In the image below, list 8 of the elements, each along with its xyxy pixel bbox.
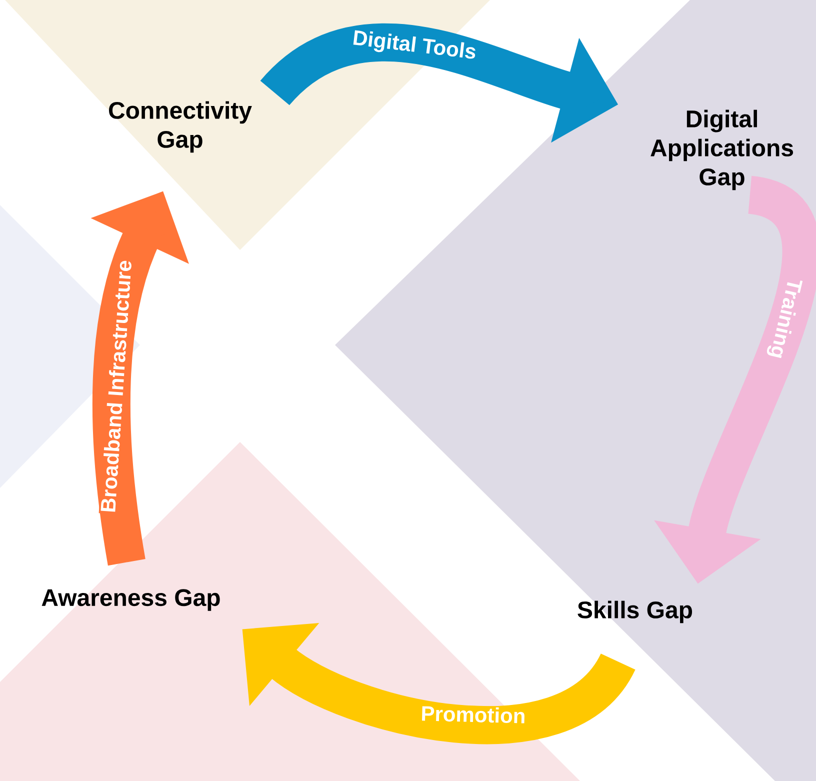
edge-label: Promotion	[420, 704, 527, 725]
gap-label: Skills Gap	[578, 600, 692, 624]
edge-label: Broadband Infrastructure	[98, 258, 133, 514]
edge-label: Digital Tools	[350, 28, 478, 65]
gap-label: Connectivity Gap	[108, 101, 252, 153]
gap-label: Digital Applications Gap	[650, 110, 794, 190]
gap-label: Awareness Gap	[42, 589, 220, 611]
edge-label: Training	[764, 275, 805, 362]
